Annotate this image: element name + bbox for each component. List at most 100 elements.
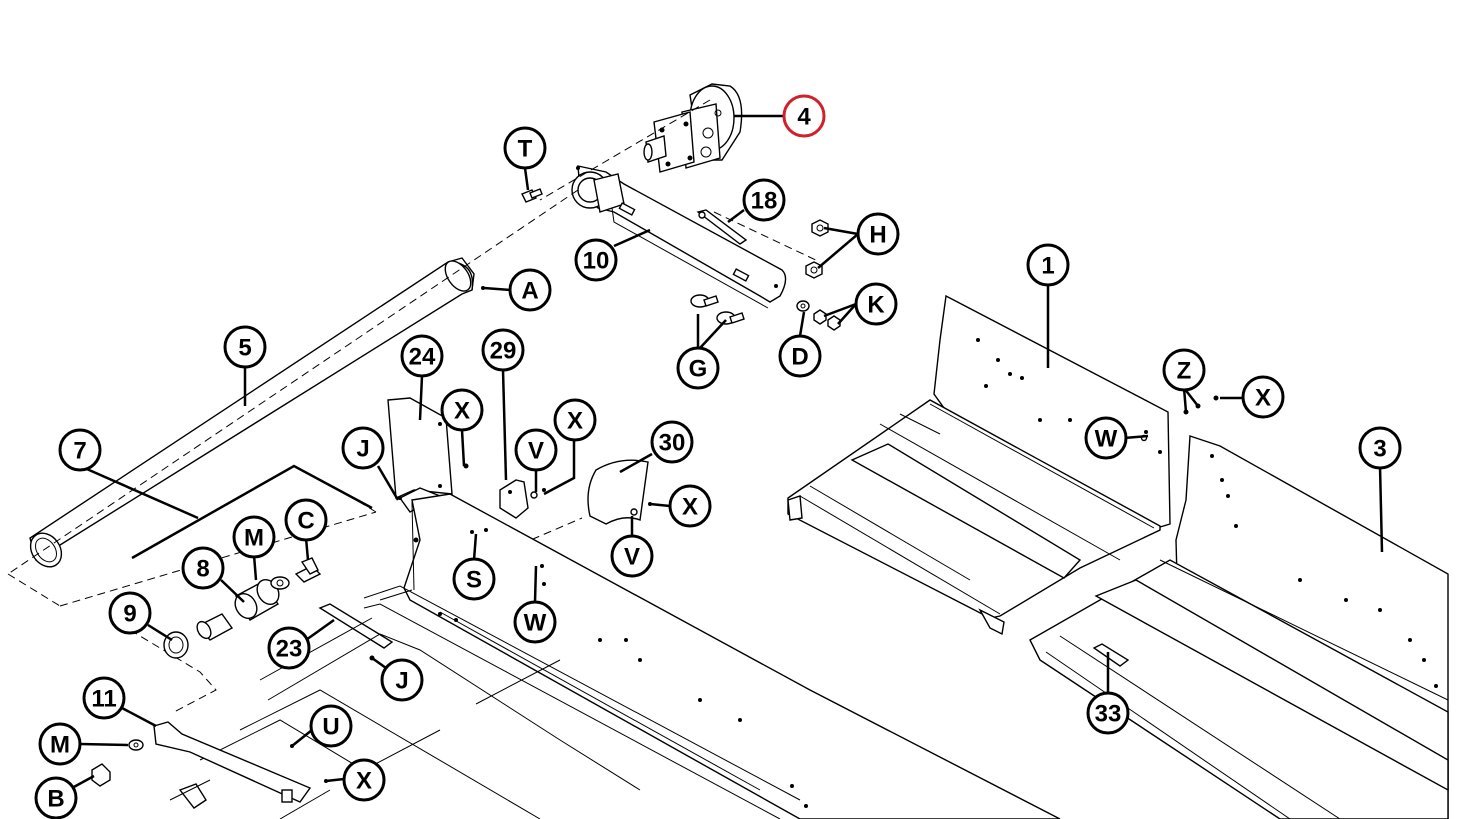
callout-circle xyxy=(742,178,786,222)
callout-label: J xyxy=(395,668,408,695)
callout-circle xyxy=(341,426,385,470)
callout-c: C xyxy=(284,498,328,542)
callout-label: 3 xyxy=(1373,436,1386,463)
callout-circle xyxy=(778,334,822,378)
callout-label: 33 xyxy=(1095,701,1122,728)
callout-label: 18 xyxy=(751,188,778,215)
callout-u: U xyxy=(309,704,353,748)
callout-circle xyxy=(1241,375,1285,419)
callout-30: 30 xyxy=(650,420,694,464)
callout-h: H xyxy=(856,212,900,256)
callout-circle xyxy=(1084,416,1128,460)
callout-4: 4 xyxy=(782,94,826,138)
callout-label: J xyxy=(356,436,369,463)
bolt-t xyxy=(521,188,543,203)
callout-circle xyxy=(513,600,557,644)
callout-9: 9 xyxy=(108,591,152,635)
callout-circle xyxy=(668,484,712,528)
callout-label: X xyxy=(567,408,583,435)
callout-11: 11 xyxy=(82,676,126,720)
bolts-g xyxy=(690,294,745,325)
callout-label: C xyxy=(297,508,314,535)
callout-label: X xyxy=(454,398,470,425)
callout-label: 7 xyxy=(73,438,86,465)
callout-circle xyxy=(508,268,552,312)
callout-circle xyxy=(782,94,826,138)
callout-v1: V xyxy=(514,428,558,472)
callout-a: A xyxy=(508,268,552,312)
callout-circle xyxy=(82,676,126,720)
callout-t: T xyxy=(503,126,547,170)
callout-label: X xyxy=(356,768,372,795)
illustration xyxy=(7,83,1449,819)
callout-circle xyxy=(284,498,328,542)
callout-circle xyxy=(514,428,558,472)
callout-label: B xyxy=(47,786,64,813)
center-platform xyxy=(787,294,1171,636)
callout-j1: J xyxy=(341,426,385,470)
callout-circle xyxy=(108,591,152,635)
callout-label: 29 xyxy=(490,338,517,365)
callout-label: W xyxy=(1095,426,1118,453)
callout-circle xyxy=(481,328,525,372)
callout-label: 11 xyxy=(91,686,116,713)
callout-1: 1 xyxy=(1026,243,1070,287)
callout-label: G xyxy=(689,356,708,383)
callout-label: 24 xyxy=(409,344,436,371)
callout-label: 8 xyxy=(196,556,209,583)
callout-10: 10 xyxy=(574,238,618,282)
callout-circle xyxy=(1086,691,1130,735)
right-platform xyxy=(1029,435,1449,819)
callout-label: M xyxy=(244,525,264,552)
callout-label: X xyxy=(1255,385,1271,412)
callout-z: Z xyxy=(1162,348,1206,392)
callout-24: 24 xyxy=(400,334,444,378)
callout-29: 29 xyxy=(481,328,525,372)
callout-x1: X xyxy=(1241,375,1285,419)
callout-label: 10 xyxy=(583,248,610,275)
callout-w1: W xyxy=(1084,416,1128,460)
callout-label: X xyxy=(682,494,698,521)
callout-label: H xyxy=(869,222,886,249)
callout-label: M xyxy=(50,732,70,759)
callout-18: 18 xyxy=(742,178,786,222)
washer-d-nuts-k xyxy=(796,300,841,331)
callout-circle xyxy=(380,658,424,702)
callout-circle xyxy=(676,346,720,390)
callout-b: B xyxy=(34,776,78,819)
callout-label: A xyxy=(521,278,538,305)
callout-s: S xyxy=(452,557,496,601)
callout-v2: V xyxy=(610,534,654,578)
callout-m1: M xyxy=(232,515,276,559)
callout-circle xyxy=(400,334,444,378)
callout-x4: X xyxy=(668,484,712,528)
callout-g: G xyxy=(676,346,720,390)
callout-label: S xyxy=(466,567,482,594)
callout-label: V xyxy=(624,544,640,571)
callout-circle xyxy=(38,722,82,766)
callout-label: V xyxy=(528,438,544,465)
callout-label: 23 xyxy=(276,636,303,663)
callout-circle xyxy=(854,282,898,326)
callout-label: D xyxy=(791,344,808,371)
callout-circle xyxy=(452,557,496,601)
hydraulic-motor xyxy=(643,83,743,173)
bearing-assembly xyxy=(131,464,373,659)
motor-mount-arm xyxy=(571,165,787,309)
callout-circle xyxy=(342,758,386,802)
callout-circle xyxy=(574,238,618,282)
callout-circle xyxy=(34,776,78,819)
leader-lines xyxy=(71,114,1384,790)
callout-label: 30 xyxy=(659,430,686,457)
strap-18 xyxy=(696,209,748,245)
shield-30 xyxy=(587,459,652,525)
callout-23: 23 xyxy=(267,626,311,670)
callout-circle xyxy=(223,325,267,369)
callout-circle xyxy=(1026,243,1070,287)
callout-label: 4 xyxy=(797,104,811,131)
callout-circle xyxy=(650,420,694,464)
callout-k: K xyxy=(854,282,898,326)
callout-j2: J xyxy=(380,658,424,702)
